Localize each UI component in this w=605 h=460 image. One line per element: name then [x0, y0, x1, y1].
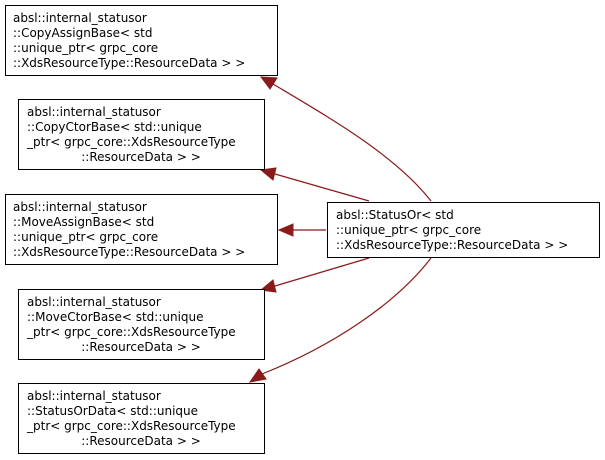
node-box: [18, 289, 265, 360]
node-line: ::XdsResourceType::ResourceData > >: [13, 245, 245, 259]
node-line: absl::StatusOr< std: [336, 208, 454, 222]
node-line: absl::internal_statusor: [27, 295, 161, 309]
node-line: ::XdsResourceType::ResourceData > >: [13, 56, 245, 70]
node-copy-assign-base[interactable]: absl::internal_statusor ::CopyAssignBase…: [5, 5, 278, 76]
node-line: ::ResourceData > >: [81, 434, 201, 448]
node-status-or[interactable]: absl::StatusOr< std ::unique_ptr< grpc_c…: [327, 202, 600, 258]
node-line: ::CopyAssignBase< std: [13, 26, 152, 40]
node-line: ::MoveAssignBase< std: [13, 215, 154, 229]
arrowhead-move-assign-base: [277, 223, 294, 237]
node-box: [5, 5, 278, 76]
node-line: ::StatusOrData< std::unique: [27, 404, 198, 418]
node-line: ::unique_ptr< grpc_core: [13, 230, 158, 244]
edge-to-status-or-data: [261, 257, 432, 375]
node-line: absl::internal_statusor: [13, 200, 147, 214]
edge-to-copy-assign-base: [272, 83, 432, 202]
node-line: ::ResourceData > >: [81, 150, 201, 164]
node-line: absl::internal_statusor: [27, 389, 161, 403]
node-line: _ptr< grpc_core::XdsResourceType: [26, 325, 236, 339]
arrowhead-copy-ctor-base: [259, 167, 277, 181]
arrowhead-status-or-data: [248, 368, 267, 383]
node-line: absl::internal_statusor: [27, 105, 161, 119]
node-line: ::CopyCtorBase< std::unique: [27, 120, 202, 134]
node-line: ::unique_ptr< grpc_core: [336, 223, 481, 237]
node-line: _ptr< grpc_core::XdsResourceType: [26, 135, 236, 149]
node-box: [327, 202, 600, 258]
node-move-assign-base[interactable]: absl::internal_statusor ::MoveAssignBase…: [5, 194, 278, 265]
node-line: ::unique_ptr< grpc_core: [13, 41, 158, 55]
arrowhead-copy-assign-base: [259, 76, 278, 90]
node-line: ::ResourceData > >: [81, 340, 201, 354]
node-box: [18, 99, 265, 170]
node-status-or-data[interactable]: absl::internal_statusor ::StatusOrData< …: [18, 383, 265, 454]
node-line: ::MoveCtorBase< std::unique: [27, 310, 204, 324]
node-move-ctor-base[interactable]: absl::internal_statusor ::MoveCtorBase< …: [18, 289, 265, 360]
edge-to-copy-ctor-base: [274, 173, 370, 202]
node-line: ::XdsResourceType::ResourceData > >: [336, 238, 568, 252]
node-box: [18, 383, 265, 454]
node-line: absl::internal_statusor: [13, 11, 147, 25]
node-copy-ctor-base[interactable]: absl::internal_statusor ::CopyCtorBase< …: [18, 99, 265, 170]
node-box: [5, 194, 278, 265]
node-line: _ptr< grpc_core::XdsResourceType: [26, 419, 236, 433]
edge-to-move-ctor-base: [274, 257, 370, 287]
